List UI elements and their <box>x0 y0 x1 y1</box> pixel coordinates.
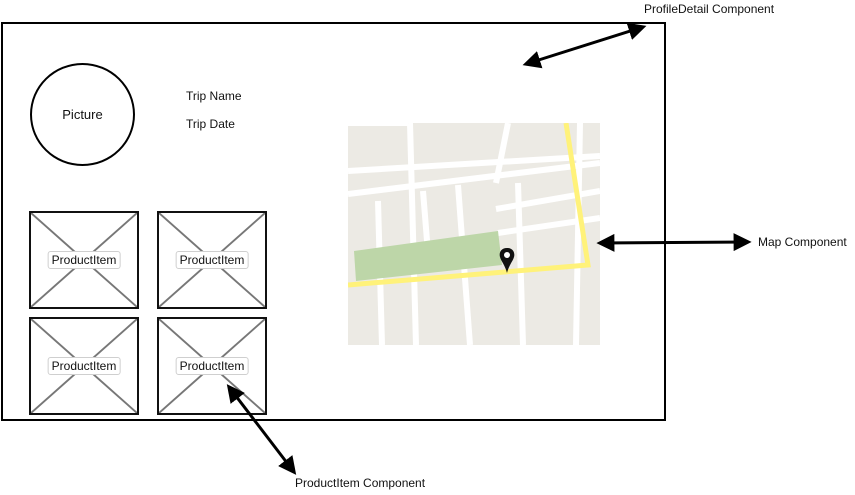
map-component[interactable] <box>348 123 600 345</box>
product-item-label: ProductItem <box>47 251 121 269</box>
product-item-label: ProductItem <box>175 251 249 269</box>
product-item[interactable]: ProductItem <box>157 317 267 415</box>
map-park <box>354 231 502 281</box>
profile-picture: Picture <box>30 63 135 166</box>
trip-date: Trip Date <box>186 117 235 131</box>
trip-name: Trip Name <box>186 89 242 103</box>
profile-picture-label: Picture <box>62 107 103 122</box>
product-item-label: ProductItem <box>47 357 121 375</box>
product-item[interactable]: ProductItem <box>157 211 267 309</box>
location-pin-icon[interactable] <box>499 248 515 273</box>
map-view[interactable] <box>348 123 600 345</box>
profile-detail-callout: ProfileDetail Component <box>644 2 775 16</box>
product-item[interactable]: ProductItem <box>29 211 139 309</box>
product-item-callout: ProductItem Component <box>295 476 426 490</box>
product-item-label: ProductItem <box>175 357 249 375</box>
map-callout: Map Component <box>758 235 847 249</box>
product-item[interactable]: ProductItem <box>29 317 139 415</box>
map-route <box>348 123 591 288</box>
